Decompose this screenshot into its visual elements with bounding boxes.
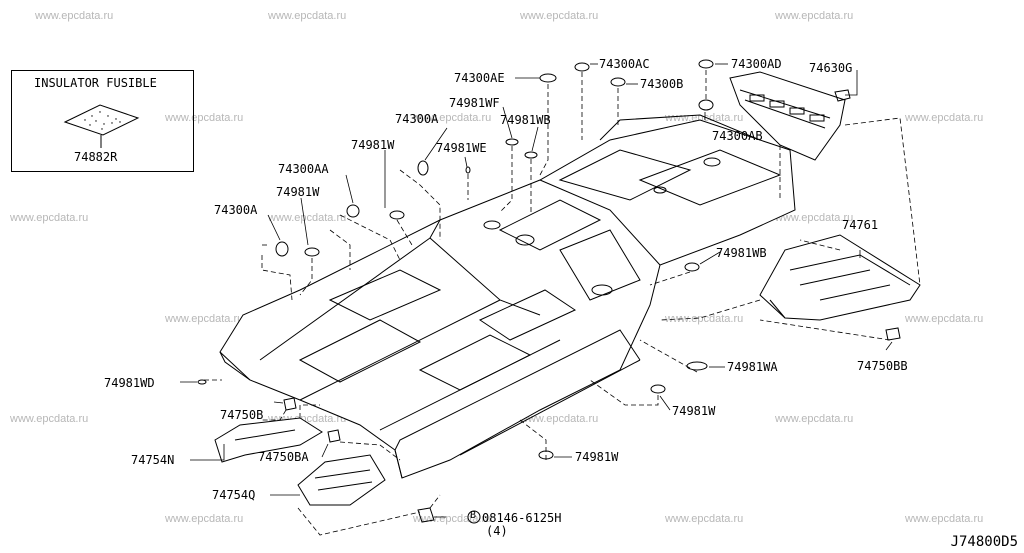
watermark: www.epcdata.ru xyxy=(165,112,244,124)
plug-74300a-left-shape xyxy=(275,241,289,257)
watermark: www.epcdata.ru xyxy=(665,112,744,124)
clip-74630g-shape xyxy=(834,89,851,102)
part-label-74754n[interactable]: 74754N xyxy=(131,453,175,467)
inset-title: INSULATOR FUSIBLE xyxy=(34,76,157,90)
part-label-74981wb-top[interactable]: 74981WB xyxy=(500,113,551,127)
seal-74981w-left-shape xyxy=(304,247,320,257)
watermark: www.epcdata.ru xyxy=(665,513,744,525)
watermark: www.epcdata.ru xyxy=(905,112,984,124)
plug-74300ac-shape xyxy=(574,62,590,72)
inset-part-number: 74882R xyxy=(74,150,118,164)
diagram-code: J74800D5 xyxy=(950,534,1018,550)
part-label-74300ae[interactable]: 74300AE xyxy=(454,71,505,85)
part-label-74300ad[interactable]: 74300AD xyxy=(731,57,782,71)
insulator-pad-shape xyxy=(63,104,140,148)
part-label-74981we[interactable]: 74981WE xyxy=(436,141,487,155)
seal-74981wd-shape xyxy=(197,379,207,385)
heat-insulator-74761 xyxy=(759,234,921,321)
part-label-74981wf[interactable]: 74981WF xyxy=(449,96,500,110)
part-label-74981wb-right[interactable]: 74981WB xyxy=(716,246,767,260)
part-label-74981w-bottom[interactable]: 74981W xyxy=(575,450,619,464)
part-label-74750b[interactable]: 74750B xyxy=(220,408,264,422)
plug-74300ae-shape xyxy=(539,73,557,83)
part-label-74761[interactable]: 74761 xyxy=(842,218,879,232)
clip-74750b-shape xyxy=(283,397,297,411)
main-floor-panel xyxy=(219,114,796,479)
clip-74750bb-shape xyxy=(885,327,901,341)
part-label-74300a-top[interactable]: 74300A xyxy=(395,112,439,126)
seal-74981w-right-shape xyxy=(650,384,666,394)
watermark: www.epcdata.ru xyxy=(905,313,984,325)
part-label-bolt[interactable]: 08146-6125H xyxy=(482,511,562,525)
seal-74981wb-shape xyxy=(524,151,538,159)
insulator-74754q xyxy=(297,454,386,506)
watermark: www.epcdata.ru xyxy=(10,212,89,224)
part-label-74981w-top[interactable]: 74981W xyxy=(351,138,395,152)
part-label-74981w-right[interactable]: 74981W xyxy=(672,404,716,418)
part-label-74981w-left[interactable]: 74981W xyxy=(276,185,320,199)
part-label-74750ba[interactable]: 74750BA xyxy=(258,450,309,464)
part-label-74754q[interactable]: 74754Q xyxy=(212,488,256,502)
watermark: www.epcdata.ru xyxy=(520,413,599,425)
seal-74981wa-shape xyxy=(686,361,708,371)
part-label-74981wa[interactable]: 74981WA xyxy=(727,360,778,374)
part-label-74300ab[interactable]: 74300AB xyxy=(712,129,763,143)
clip-74750ba-shape xyxy=(327,429,341,443)
insulator-fusible-inset xyxy=(11,70,194,172)
part-label-74300b[interactable]: 74300B xyxy=(640,77,684,91)
watermark: www.epcdata.ru xyxy=(165,313,244,325)
bolt-mark-circle xyxy=(467,510,481,524)
plug-74300b-shape xyxy=(610,77,626,87)
watermark: www.epcdata.ru xyxy=(775,212,854,224)
part-label-74750bb[interactable]: 74750BB xyxy=(857,359,908,373)
bolt-mark: B xyxy=(470,510,477,521)
plug-74300ad-shape xyxy=(698,59,714,69)
watermark: www.epcdata.ru xyxy=(165,513,244,525)
part-label-74300a-left[interactable]: 74300A xyxy=(214,203,258,217)
bolt-shape xyxy=(417,507,435,523)
watermark: www.epcdata.ru xyxy=(775,413,854,425)
watermark: www.epcdata.ru xyxy=(665,313,744,325)
seal-74981wf-shape xyxy=(505,138,519,146)
watermark: www.epcdata.ru xyxy=(905,513,984,525)
part-label-74300ac[interactable]: 74300AC xyxy=(599,57,650,71)
watermark: www.epcdata.ru xyxy=(775,10,854,22)
plug-74300aa-shape xyxy=(346,204,360,218)
insulator-74754n xyxy=(214,417,323,463)
plug-74300ab-shape xyxy=(698,99,714,111)
rear-cross-member xyxy=(729,71,846,161)
watermark: www.epcdata.ru xyxy=(520,10,599,22)
seal-74981w-shape xyxy=(389,210,405,220)
part-label-74981wd[interactable]: 74981WD xyxy=(104,376,155,390)
watermark: www.epcdata.ru xyxy=(10,413,89,425)
bolt-quantity: (4) xyxy=(486,524,508,538)
part-label-74630g[interactable]: 74630G xyxy=(809,61,853,75)
part-label-74300aa[interactable]: 74300AA xyxy=(278,162,329,176)
plug-74300a-shape xyxy=(417,160,429,176)
seal-74981wb-right-shape xyxy=(684,262,700,272)
seal-74981we-shape xyxy=(465,166,471,174)
watermark: www.epcdata.ru xyxy=(413,112,492,124)
watermark: www.epcdata.ru xyxy=(268,212,347,224)
watermark: www.epcdata.ru xyxy=(268,10,347,22)
watermark: www.epcdata.ru xyxy=(35,10,114,22)
